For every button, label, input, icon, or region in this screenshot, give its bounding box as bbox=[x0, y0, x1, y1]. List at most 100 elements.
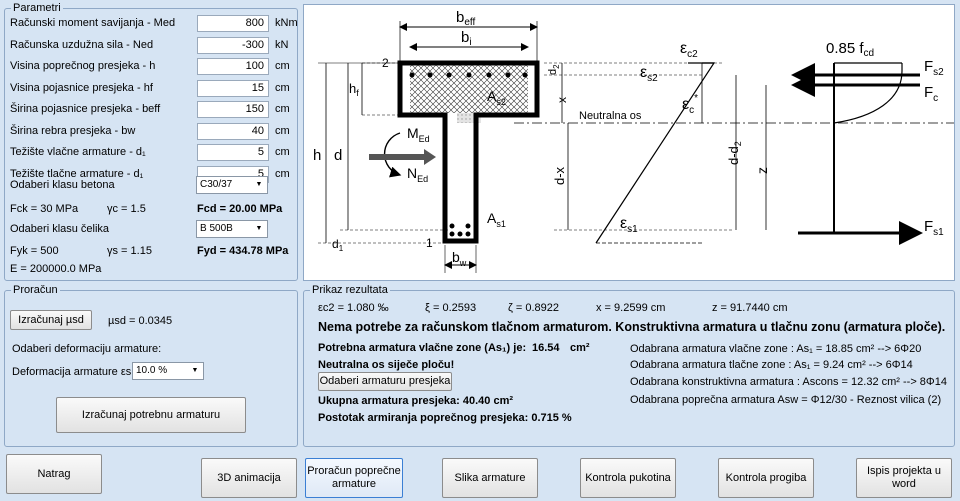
fcd-diagram-label: 0.85 fcd bbox=[826, 40, 874, 59]
param-label: Računska uzdužna sila - Ned bbox=[10, 38, 154, 51]
ec2-result: εc2 = 1.080 ‰ bbox=[318, 302, 389, 314]
d-label: d bbox=[334, 147, 342, 164]
calculation-group: Proračun bbox=[4, 284, 298, 447]
neutral-axis-note: Neutralna os siječe ploču! bbox=[318, 359, 455, 371]
deformation-title: Odaberi deformaciju armature: bbox=[12, 343, 162, 355]
required-reinforcement-label: Potrebna armatura vlačne zone (As₁) je: bbox=[318, 342, 527, 354]
param-unit: kNm bbox=[275, 17, 298, 29]
ned-label: NEd bbox=[407, 165, 428, 184]
h-label: h bbox=[313, 147, 321, 164]
calculate-reinforcement-button[interactable]: Izračunaj potrebnu armaturu bbox=[56, 397, 246, 433]
chosen-shear-reinforcement: Odabrana poprečna armatura Asw = Φ12/30 … bbox=[630, 394, 942, 406]
beff-label: beff bbox=[456, 9, 476, 28]
param-input[interactable]: 15 bbox=[197, 79, 269, 97]
ec2-label: εc2 bbox=[680, 40, 698, 60]
export-word-button[interactable]: Ispis projekta u word bbox=[856, 458, 952, 498]
param-label: Visina poprečnog presjeka - h bbox=[10, 60, 156, 72]
concrete-class-label: Odaberi klasu betona bbox=[10, 179, 115, 191]
cross-section-diagram: beff bi 2 1 hf h d d1 As2 As1 MEd NEd bbox=[303, 4, 955, 281]
fs1-label: Fs1 bbox=[924, 218, 944, 238]
param-label: Širina pojasnice presjeka - beff bbox=[10, 103, 161, 115]
bi-label: bi bbox=[461, 29, 472, 48]
hf-label: hf bbox=[349, 81, 359, 98]
steel-class-select[interactable]: B 500B ▼ bbox=[196, 220, 268, 238]
dd2-label: d-d2 bbox=[726, 141, 743, 165]
fyk-value: Fyk = 500 bbox=[10, 245, 59, 257]
deformation-select[interactable]: 10.0 % ▼ bbox=[132, 362, 204, 380]
parameters-title: Parametri bbox=[11, 2, 63, 14]
required-reinforcement-unit: cm² bbox=[570, 342, 590, 354]
gamma-c-value: γc = 1.5 bbox=[107, 203, 146, 215]
param-input[interactable]: 800 bbox=[197, 15, 269, 32]
calculation-title: Proračun bbox=[11, 284, 60, 296]
fck-value: Fck = 30 MPa bbox=[10, 203, 79, 215]
as2-label: As2 bbox=[487, 88, 506, 107]
chevron-down-icon: ▼ bbox=[191, 367, 199, 374]
as1-label: As1 bbox=[487, 210, 506, 229]
reinforcement-image-button[interactable]: Slika armature bbox=[442, 458, 538, 498]
reinforcement-percent: Postotak armiranja poprečnog presjeka: 0… bbox=[318, 412, 572, 424]
param-label: Širina rebra presjeka - bw bbox=[10, 124, 136, 137]
param-input[interactable]: 100 bbox=[197, 58, 269, 75]
z-label: z bbox=[754, 167, 770, 174]
chevron-down-icon: ▼ bbox=[255, 225, 263, 232]
results-group: Prikaz rezultata bbox=[303, 284, 955, 447]
param-unit: cm bbox=[275, 124, 290, 137]
param-unit: cm bbox=[275, 146, 290, 158]
param-unit: cm bbox=[275, 167, 290, 180]
chosen-constructive-reinforcement: Odabrana konstruktivna armatura : Ascons… bbox=[630, 376, 947, 388]
headline-result: Nema potrebe za računskom tlačnom armatu… bbox=[318, 320, 946, 334]
xi-result: ξ = 0.2593 bbox=[425, 302, 477, 314]
param-input[interactable]: 5 bbox=[197, 144, 269, 161]
fc-label: Fc bbox=[924, 84, 938, 104]
total-reinforcement: Ukupna armatura presjeka: 40.40 cm² bbox=[318, 395, 514, 407]
results-title: Prikaz rezultata bbox=[310, 284, 390, 296]
gamma-s-value: γs = 1.15 bbox=[107, 245, 152, 257]
choose-reinforcement-button[interactable]: Odaberi armaturu presjeka bbox=[318, 372, 452, 391]
top-reinforcement bbox=[409, 72, 528, 78]
t-section-outline bbox=[397, 60, 540, 244]
concrete-class-select[interactable]: C30/37 ▼ bbox=[196, 176, 268, 194]
bw-label: bw bbox=[452, 249, 467, 268]
fs2-label: Fs2 bbox=[924, 58, 944, 78]
parameters-group: Parametri bbox=[4, 2, 298, 281]
ec-star-label: εc* bbox=[682, 93, 698, 116]
param-label: Težište vlačne armature - d₁ bbox=[10, 146, 146, 158]
steel-class-label: Odaberi klasu čelika bbox=[10, 223, 110, 235]
param-input[interactable]: 150 bbox=[197, 101, 269, 118]
chosen-tension-reinforcement: Odabrana armatura vlačne zone : As₁ = 18… bbox=[630, 343, 922, 355]
deflection-control-button[interactable]: Kontrola progiba bbox=[718, 458, 814, 498]
musd-value: µsd = 0.0345 bbox=[108, 315, 173, 327]
zeta-result: ζ = 0.8922 bbox=[508, 302, 560, 314]
param-label: Težište tlačne armature - d₁ bbox=[10, 167, 144, 180]
e-value: E = 200000.0 MPa bbox=[10, 263, 102, 275]
param-input[interactable]: -300 bbox=[197, 36, 269, 54]
back-button[interactable]: Natrag bbox=[6, 454, 102, 494]
es1-label: εs1 bbox=[620, 215, 638, 235]
chevron-down-icon: ▼ bbox=[255, 181, 263, 188]
animation-button[interactable]: 3D animacija bbox=[201, 458, 297, 498]
calculate-musd-button[interactable]: Izračunaj µsd bbox=[10, 310, 92, 330]
bottom-reinforcement bbox=[449, 223, 471, 237]
param-label: Računski moment savijanja - Med bbox=[10, 17, 176, 29]
fyd-value: Fyd = 434.78 MPa bbox=[197, 245, 289, 257]
param-label: Visina pojasnice presjeka - hf bbox=[10, 81, 153, 94]
shear-calc-button[interactable]: Proračun poprečne armature bbox=[305, 458, 403, 498]
chosen-compression-reinforcement: Odabrana armatura tlačne zone : As₁ = 9.… bbox=[630, 359, 913, 371]
param-input[interactable]: 40 bbox=[197, 122, 269, 140]
d1-label: d1 bbox=[332, 237, 344, 253]
param-unit: kN bbox=[275, 38, 289, 51]
med-label: MEd bbox=[407, 125, 430, 144]
neutral-axis-label: Neutralna os bbox=[579, 110, 642, 122]
compression-zone bbox=[410, 65, 528, 113]
es2-label: εs2 bbox=[640, 64, 658, 84]
crack-control-button[interactable]: Kontrola pukotina bbox=[580, 458, 676, 498]
required-reinforcement-value: 16.54 bbox=[532, 342, 560, 354]
z-result: z = 91.7440 cm bbox=[712, 302, 788, 314]
d2-label: d2 bbox=[547, 64, 561, 75]
x-result: x = 9.2599 cm bbox=[596, 302, 666, 314]
param-unit: cm bbox=[275, 60, 290, 72]
flange-below bbox=[457, 113, 481, 123]
param-unit: cm bbox=[275, 81, 290, 94]
dx-label: d-x bbox=[552, 166, 567, 185]
